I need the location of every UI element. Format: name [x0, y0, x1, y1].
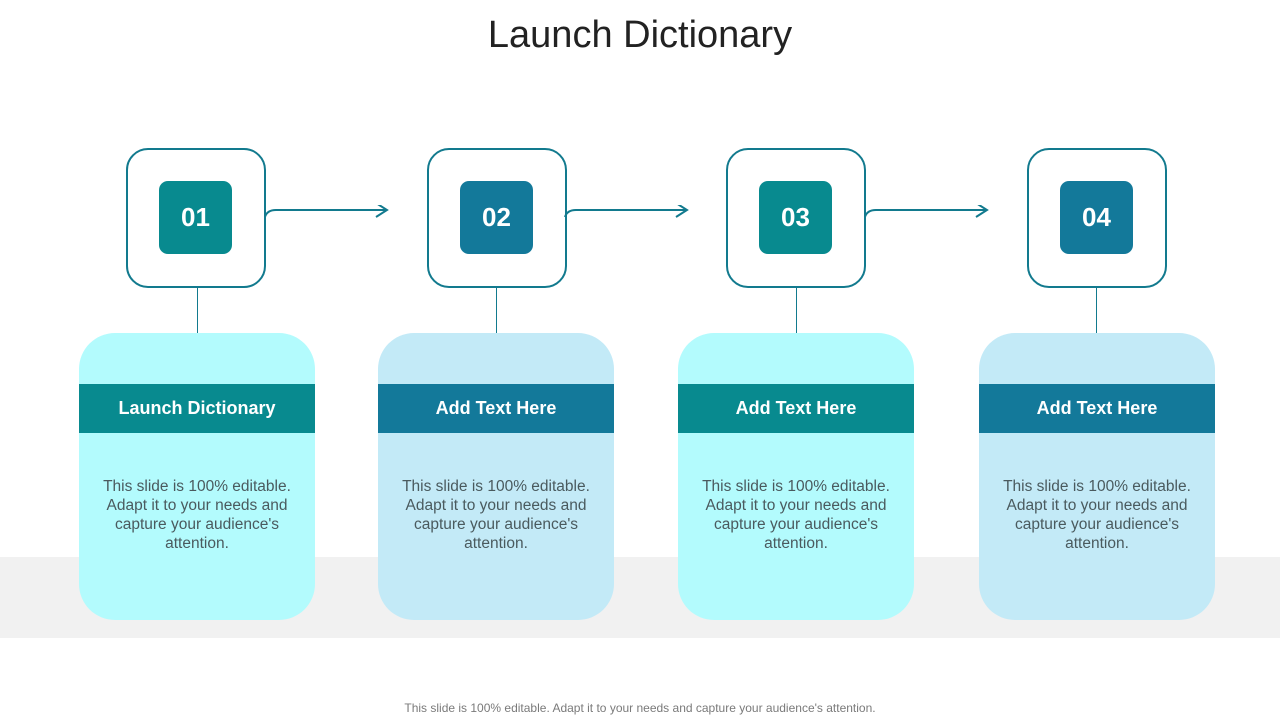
step-3-heading: Add Text Here	[678, 384, 914, 433]
step-3-number: 03	[759, 181, 832, 254]
step-4-body: This slide is 100% editable. Adapt it to…	[1003, 478, 1191, 552]
step-4-frame: 04	[1027, 148, 1167, 288]
step-1-frame: 01	[126, 148, 266, 288]
step-4-connector	[1096, 287, 1097, 333]
step-1-body: This slide is 100% editable. Adapt it to…	[103, 478, 291, 552]
step-4-heading: Add Text Here	[979, 384, 1215, 433]
step-1-card: Launch Dictionary This slide is 100% edi…	[79, 333, 315, 620]
step-3-card: Add Text Here This slide is 100% editabl…	[678, 333, 914, 620]
page-title: Launch Dictionary	[487, 14, 793, 56]
step-2-frame: 02	[427, 148, 567, 288]
step-4-card: Add Text Here This slide is 100% editabl…	[979, 333, 1215, 620]
step-2-connector	[496, 287, 497, 333]
step-3-connector	[796, 287, 797, 333]
step-2-card: Add Text Here This slide is 100% editabl…	[378, 333, 614, 620]
step-1-number: 01	[159, 181, 232, 254]
arrow-right-icon	[864, 205, 989, 218]
step-3-body: This slide is 100% editable. Adapt it to…	[702, 478, 890, 552]
step-2-body: This slide is 100% editable. Adapt it to…	[402, 478, 590, 552]
step-2-heading: Add Text Here	[378, 384, 614, 433]
step-1-connector	[197, 287, 198, 333]
step-2-number: 02	[460, 181, 533, 254]
arrow-right-icon	[264, 205, 389, 218]
step-4-number: 04	[1060, 181, 1133, 254]
step-3-frame: 03	[726, 148, 866, 288]
step-1-heading: Launch Dictionary	[79, 384, 315, 433]
arrow-right-icon	[564, 205, 689, 218]
footer-note: This slide is 100% editable. Adapt it to…	[404, 701, 876, 715]
